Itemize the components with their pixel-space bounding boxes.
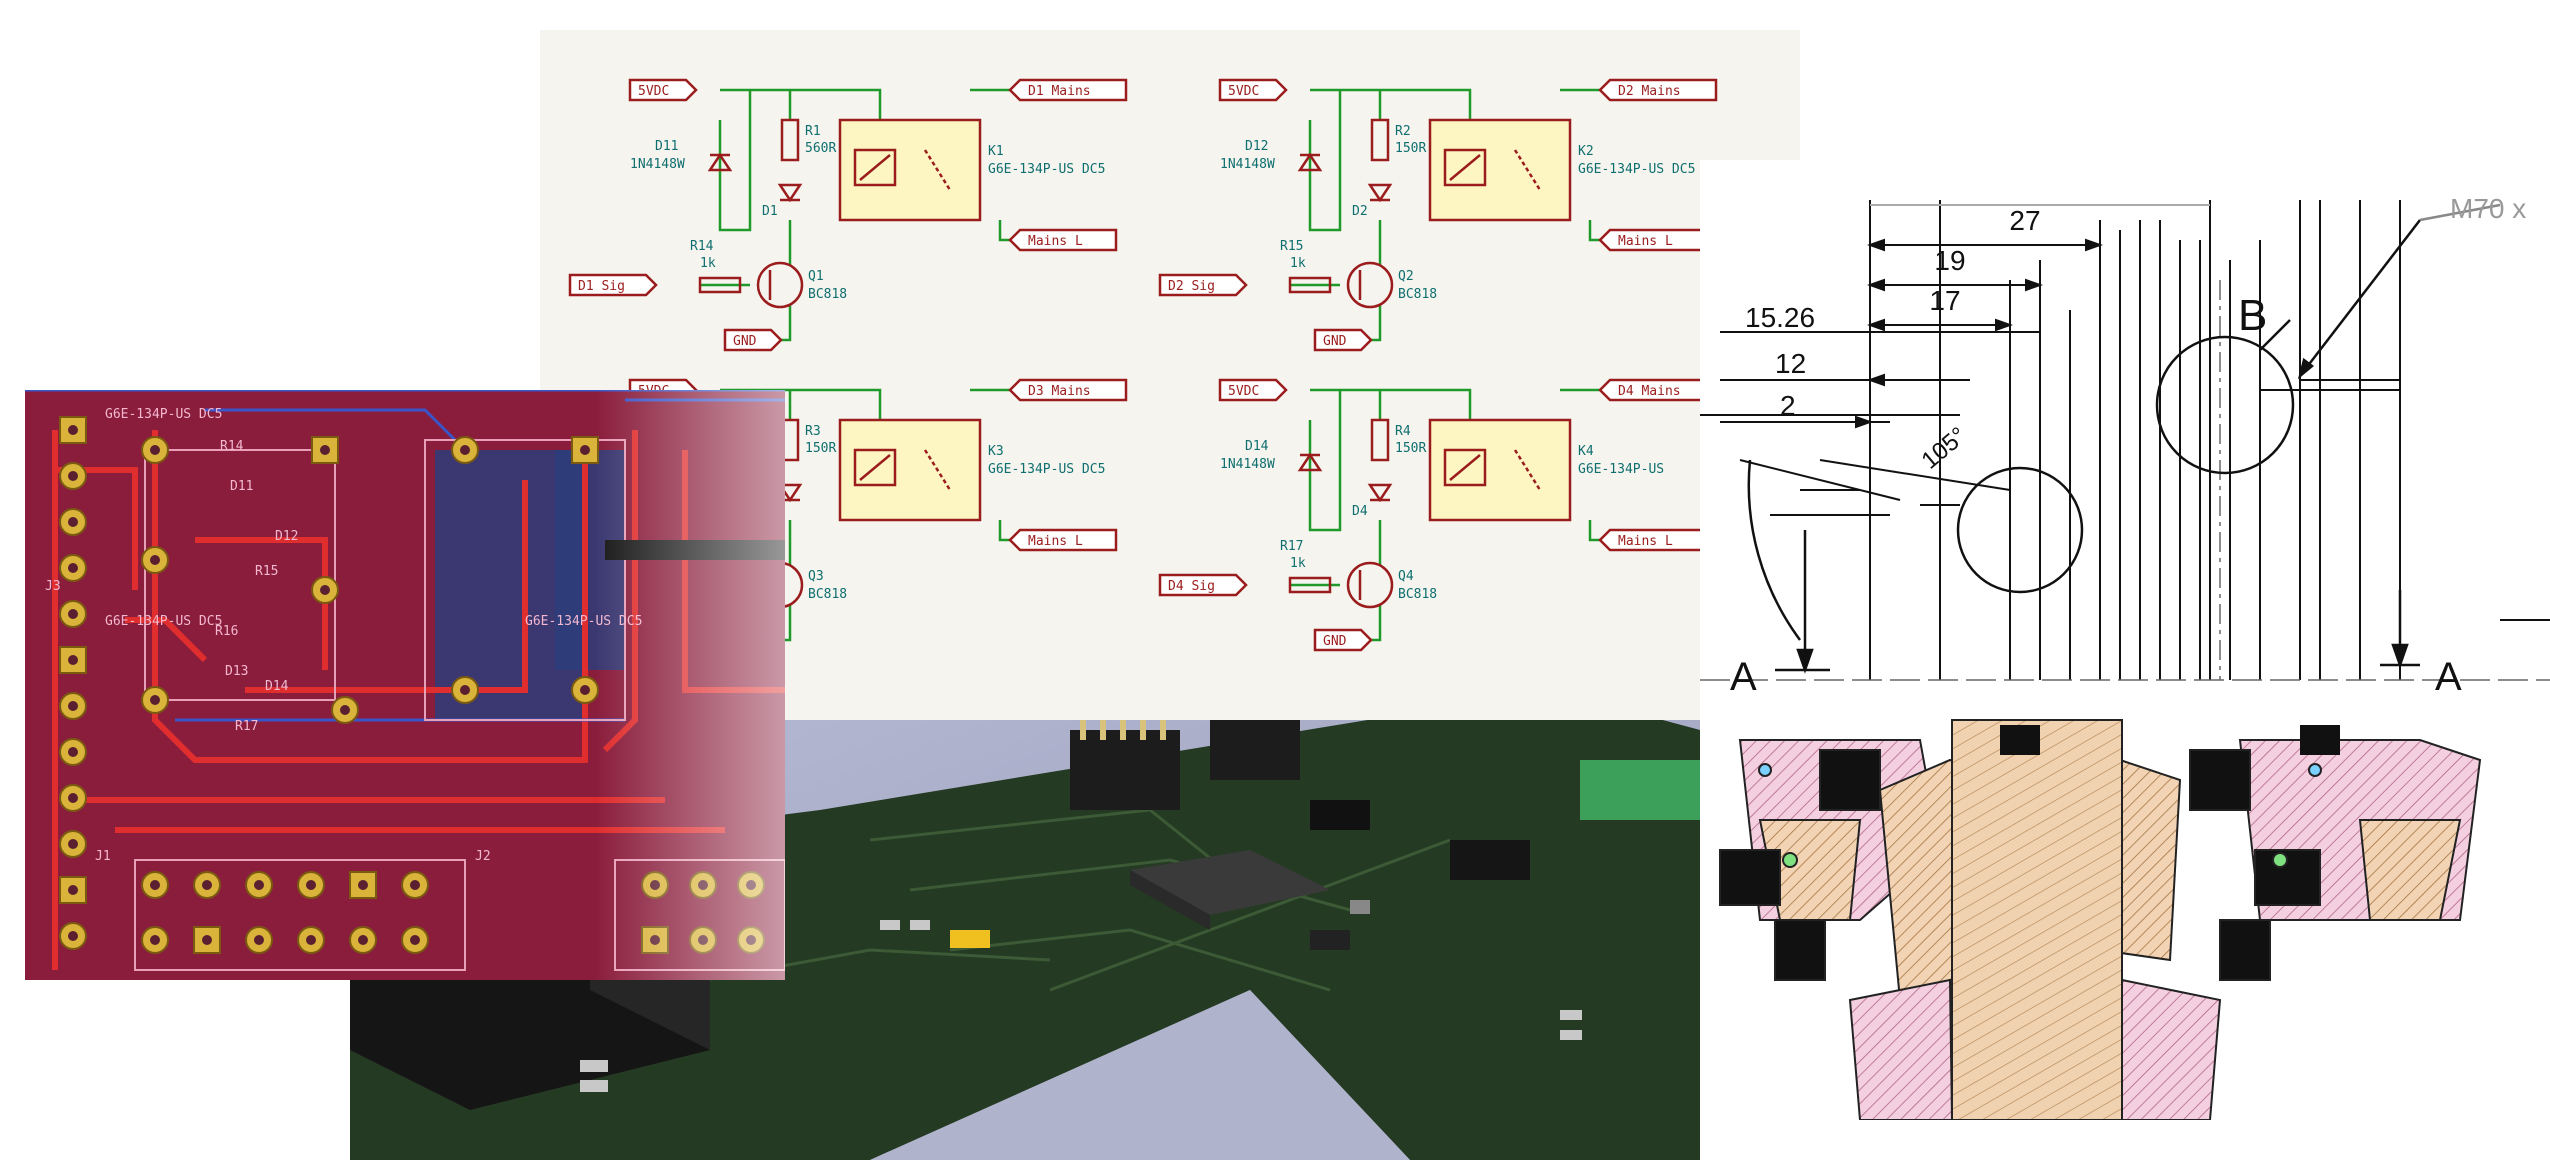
resistor-value: 150R: [1395, 441, 1426, 456]
base-resistor-ref: R17: [1280, 539, 1303, 554]
net-label-signal: D2 Sig: [1168, 279, 1215, 294]
net-label-gnd: GND: [1323, 334, 1347, 349]
relay-ref: K1: [988, 144, 1004, 159]
transistor-part: BC818: [1398, 587, 1437, 602]
mech-outline-lines: [1700, 200, 2550, 680]
net-label-mains-l: Mains L: [1618, 234, 1673, 249]
relay-part: G6E-134P-US: [1578, 462, 1664, 477]
relay-part: G6E-134P-US DC5: [1578, 162, 1695, 177]
diode-part: 1N4148W: [630, 157, 685, 172]
net-label-5vdc: 5VDC: [1228, 84, 1259, 99]
dim-2: 2: [1780, 390, 1796, 421]
net-label-mains-l: Mains L: [1028, 534, 1083, 549]
transistor-part: BC818: [808, 287, 847, 302]
resistor-ref: R4: [1395, 424, 1411, 439]
relay-ref: K4: [1578, 444, 1594, 459]
pin-header-3d: [1070, 720, 1300, 810]
transistor-part: BC818: [808, 587, 847, 602]
detail-label-b: B: [2238, 291, 2267, 340]
base-resistor-value: 1k: [1290, 256, 1306, 271]
diode-ref: D14: [1245, 439, 1269, 454]
transistor-ref: Q3: [808, 569, 824, 584]
diode-ref: D12: [1245, 139, 1268, 154]
net-label-5vdc: 5VDC: [1228, 384, 1259, 399]
base-resistor-value: 1k: [700, 256, 716, 271]
detail-circle-2: [1956, 466, 2084, 594]
base-resistor-ref: R15: [1280, 239, 1303, 254]
net-label-gnd: GND: [1323, 634, 1347, 649]
dimension-lines: [1720, 204, 2210, 429]
net-label-gnd: GND: [733, 334, 757, 349]
transistor-ref: Q4: [1398, 569, 1414, 584]
resistor-value: 150R: [1395, 141, 1426, 156]
base-resistor-value: 1k: [1290, 556, 1306, 571]
net-label-5vdc: 5VDC: [638, 84, 669, 99]
thread-label: M70 x: [2450, 193, 2526, 224]
mechanical-drawing-svg: 27 19 17 15.26 12 2 105° B M70 x A A: [1700, 193, 2550, 1120]
resistor-ref: R2: [1395, 124, 1411, 139]
transistor-part: BC818: [1398, 287, 1437, 302]
resistor-value: 560R: [805, 141, 836, 156]
net-label-signal: D1 Sig: [578, 279, 625, 294]
cross-section: [1700, 705, 2550, 1120]
led-ref: D2: [1352, 204, 1368, 219]
dim-19: 19: [1934, 245, 1965, 276]
resistor-value: 150R: [805, 441, 836, 456]
angle-105: 105°: [1917, 422, 1972, 475]
net-label-mains-out: D1 Mains: [1028, 84, 1091, 99]
net-label-mains-l: Mains L: [1618, 534, 1673, 549]
pcb-layout-drawing: G6E-134P-US DC5G6E-134P-US DC5G6E-134P-U…: [25, 390, 785, 980]
section-label-left: A: [1730, 655, 1757, 699]
net-label-mains-out: D2 Mains: [1618, 84, 1681, 99]
section-arrows: [1775, 530, 2420, 674]
section-label-right: A: [2435, 655, 2462, 699]
base-resistor-ref: R14: [690, 239, 714, 254]
relay-ref: K3: [988, 444, 1004, 459]
dim-17: 17: [1929, 285, 1960, 316]
net-label-mains-out: D4 Mains: [1618, 384, 1681, 399]
relay-part: G6E-134P-US DC5: [988, 162, 1105, 177]
qfp-chip-3d: [1130, 850, 1330, 915]
relay-part: G6E-134P-US DC5: [988, 462, 1105, 477]
transistor-ref: Q1: [808, 269, 824, 284]
diode-part: 1N4148W: [1220, 157, 1275, 172]
net-label-mains-l: Mains L: [1028, 234, 1083, 249]
transistor-ref: Q2: [1398, 269, 1414, 284]
diode-ref: D11: [655, 139, 678, 154]
led-ref: D4: [1352, 504, 1368, 519]
mechanical-drawing: 27 19 17 15.26 12 2 105° B M70 x A A: [1700, 160, 2550, 1120]
pcb-layout: G6E-134P-US DC5G6E-134P-US DC5G6E-134P-U…: [25, 390, 785, 980]
net-label-mains-out: D3 Mains: [1028, 384, 1091, 399]
relay-ref: K2: [1578, 144, 1594, 159]
resistor-ref: R3: [805, 424, 821, 439]
detail-b-circle: [2155, 335, 2295, 475]
led-ref: D1: [762, 204, 778, 219]
diode-part: 1N4148W: [1220, 457, 1275, 472]
dim-27: 27: [2009, 205, 2040, 236]
net-label-signal: D4 Sig: [1168, 579, 1215, 594]
dim-12: 12: [1775, 348, 1806, 379]
dim-15-26: 15.26: [1745, 302, 1815, 333]
resistor-ref: R1: [805, 124, 821, 139]
